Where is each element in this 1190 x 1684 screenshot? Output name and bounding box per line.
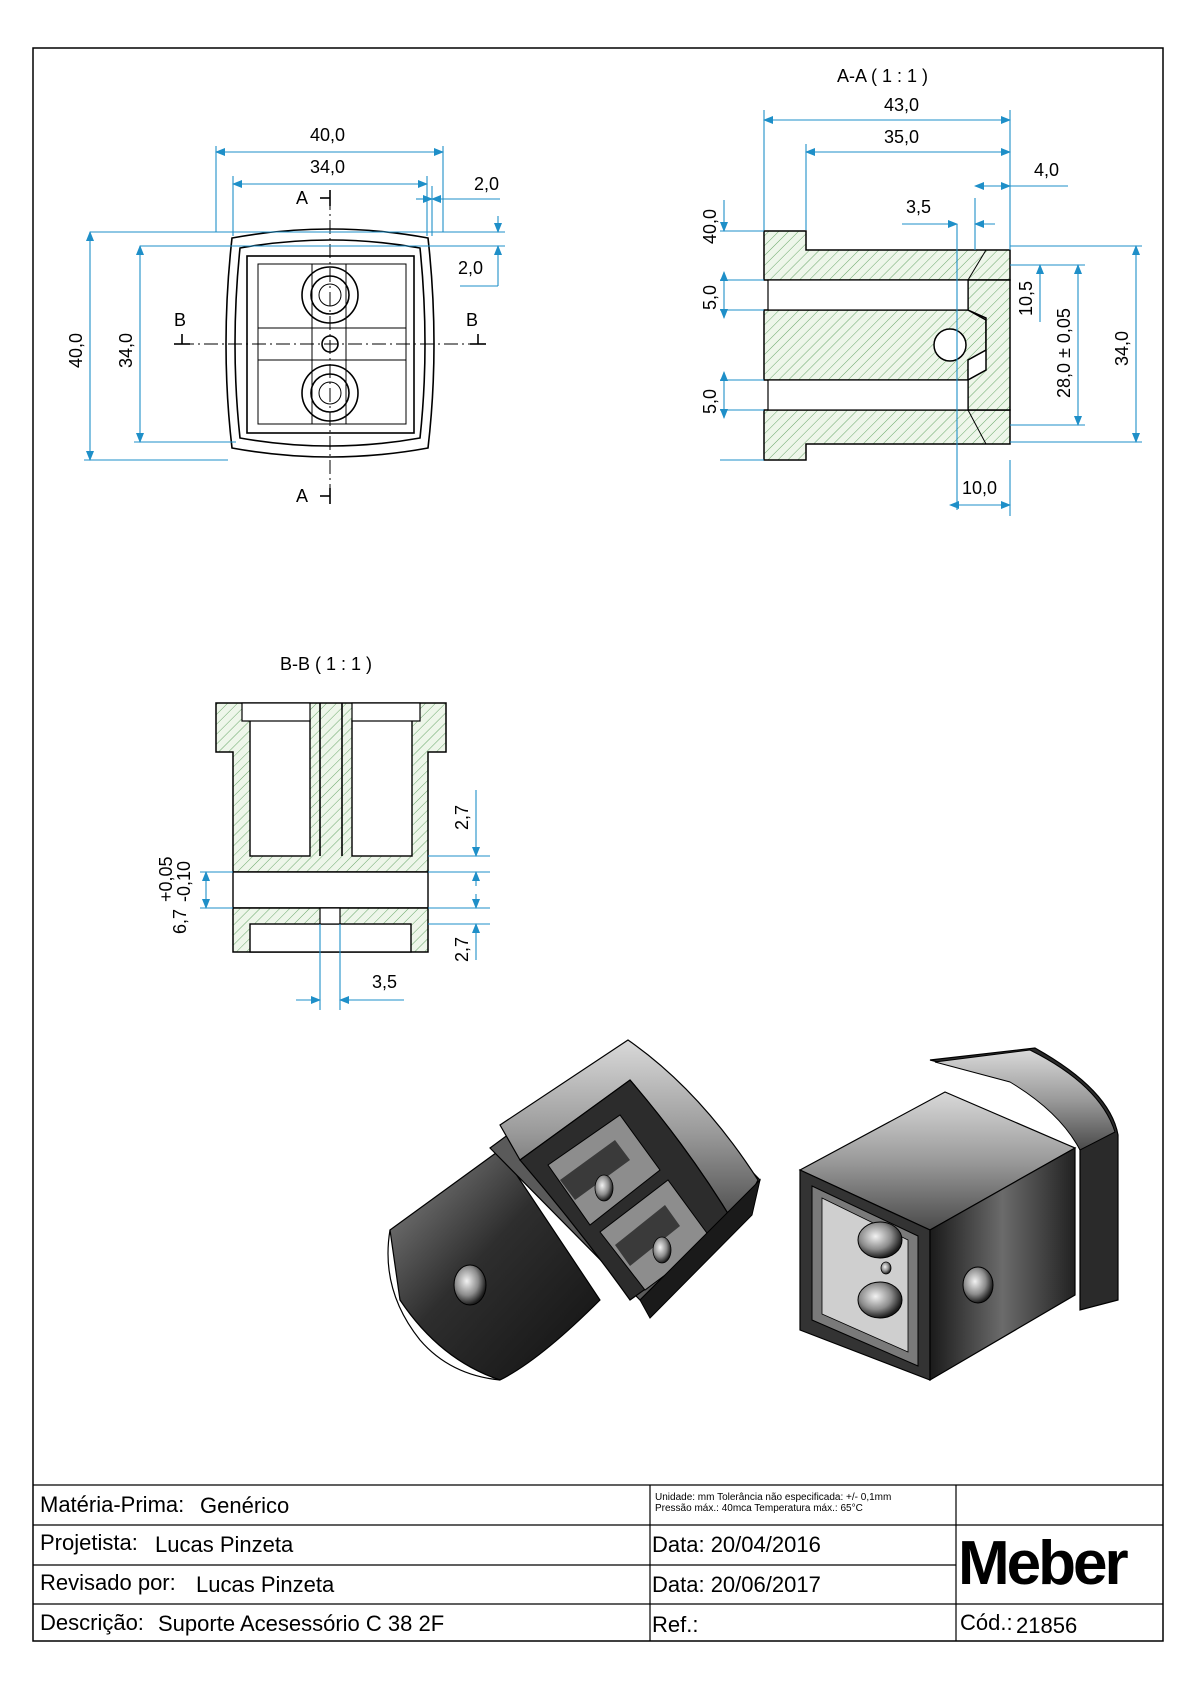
cod-value: 21856	[1016, 1613, 1077, 1638]
notes-line-2: Pressão máx.: 40mca Temperatura máx.: 65…	[655, 1503, 863, 1514]
data-creation: Data: 20/04/2016	[652, 1532, 821, 1557]
materia-value: Genérico	[200, 1493, 289, 1518]
front-dim-width-outer: 40,0	[310, 125, 345, 145]
bb-dim-tol-plus: +0,05	[156, 856, 176, 902]
revisado-label: Revisado por:	[40, 1570, 176, 1595]
section-b-right-label: B	[466, 310, 478, 330]
front-view: A A B B 40,0 34,0 2,0 2,0 40,0 34	[66, 125, 505, 506]
front-dim-height-outer: 40,0	[66, 333, 86, 368]
notes-line-1: Unidade: mm Tolerância não especificada:…	[655, 1492, 891, 1503]
materia-label: Matéria-Prima:	[40, 1492, 184, 1517]
aa-dim-length-outer: 43,0	[884, 95, 919, 115]
data-revision: Data: 20/06/2017	[652, 1572, 821, 1597]
aa-dim-hole-offset: 3,5	[906, 197, 931, 217]
cod-label: Cód.:	[960, 1610, 1013, 1635]
aa-dim-length-inner: 35,0	[884, 127, 919, 147]
front-dim-height-inner: 34,0	[116, 333, 136, 368]
bb-dim-rib-bottom: 2,7	[452, 937, 472, 962]
section-a-bottom-label: A	[296, 486, 308, 506]
aa-dim-flange: 4,0	[1034, 160, 1059, 180]
isometric-render-back	[798, 1047, 1119, 1382]
meber-logo: Meber	[958, 1529, 1128, 1598]
descricao-label: Descrição:	[40, 1610, 144, 1635]
projetista-label: Projetista:	[40, 1530, 138, 1555]
section-aa-title: A-A ( 1 : 1 )	[837, 66, 928, 86]
front-dim-wall-side: 2,0	[458, 258, 483, 278]
aa-dim-wall-top: 5,0	[700, 285, 720, 310]
bb-dim-tol-minus: -0,10	[174, 861, 194, 902]
aa-dim-height: 40,0	[700, 209, 720, 244]
section-aa-view: A-A ( 1 : 1 ) 43,0 35,0 4,0 3,5	[700, 66, 1142, 516]
ref-label: Ref.:	[652, 1612, 698, 1637]
isometric-render-front	[387, 1039, 761, 1381]
title-block: Matéria-Prima: Genérico Unidade: mm Tole…	[33, 1484, 1163, 1641]
front-dim-wall-top: 2,0	[474, 174, 499, 194]
section-bb-title: B-B ( 1 : 1 )	[280, 654, 372, 674]
projetista-value: Lucas Pinzeta	[155, 1532, 294, 1557]
aa-dim-height-inner: 34,0	[1112, 331, 1132, 366]
bb-dim-slot: 6,7	[170, 909, 190, 934]
sheet-border	[32, 47, 1164, 1642]
revisado-value: Lucas Pinzeta	[196, 1572, 335, 1597]
section-a-top-label: A	[296, 188, 308, 208]
aa-dim-bore-half: 10,5	[1016, 281, 1036, 316]
aa-dim-hole-pos: 10,0	[962, 478, 997, 498]
bb-dim-hole: 3,5	[372, 972, 397, 992]
section-b-left-label: B	[174, 310, 186, 330]
front-dim-width-inner: 34,0	[310, 157, 345, 177]
aa-dim-wall-bottom: 5,0	[700, 389, 720, 414]
section-bb-view: B-B ( 1 : 1 ) 2,7 2,7 6,7 +0,05 -0,10	[156, 654, 490, 1010]
bb-dim-rib-top: 2,7	[452, 805, 472, 830]
descricao-value: Suporte Acesessório C 38 2F	[158, 1611, 444, 1636]
aa-dim-bore: 28,0 ± 0,05	[1054, 308, 1074, 398]
